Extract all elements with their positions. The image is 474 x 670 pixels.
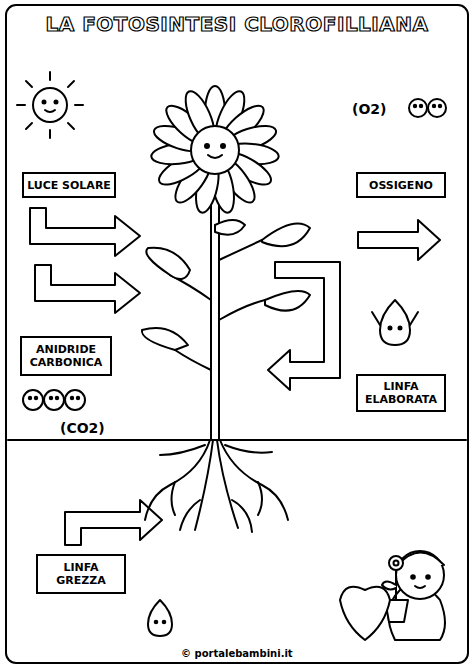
block-arrow (30, 208, 140, 256)
co2-molecule (23, 390, 85, 410)
sun-drawing (17, 72, 83, 138)
girl-drawing (340, 551, 445, 640)
page-frame (6, 5, 468, 663)
oxygen-molecule (409, 99, 446, 117)
leaf-drawing (142, 220, 310, 350)
box-label: LINFA GREZZA (38, 561, 124, 587)
droplet-character (372, 300, 418, 345)
text-box: ANIDRIDE CARBONICA (20, 336, 112, 376)
block-arrow (65, 500, 162, 545)
roots-drawing (145, 440, 288, 532)
text-label: © portalebambini.it (181, 648, 293, 659)
sunflower-drawing (150, 86, 279, 215)
block-arrow (35, 265, 140, 313)
diagram-title: LA FOTOSINTESI CLOROFILLIANA (10, 12, 464, 36)
block-arrow (358, 220, 440, 260)
stem-drawing (170, 205, 265, 440)
text-label: (O2) (352, 101, 386, 117)
box-label: LINFA ELABORATA (358, 380, 444, 406)
box-label: ANIDRIDE CARBONICA (22, 343, 110, 369)
text-box: LINFA GREZZA (36, 554, 126, 594)
text-box: OSSIGENO (356, 172, 446, 198)
box-label: LUCE SOLARE (27, 179, 111, 192)
text-box: LINFA ELABORATA (356, 374, 446, 412)
text-box: LUCE SOLARE (22, 172, 116, 198)
ground-line (8, 439, 466, 441)
block-arrow (268, 262, 340, 390)
droplet-character (148, 600, 172, 636)
box-label: OSSIGENO (369, 179, 433, 192)
text-label: (CO2) (60, 420, 105, 436)
